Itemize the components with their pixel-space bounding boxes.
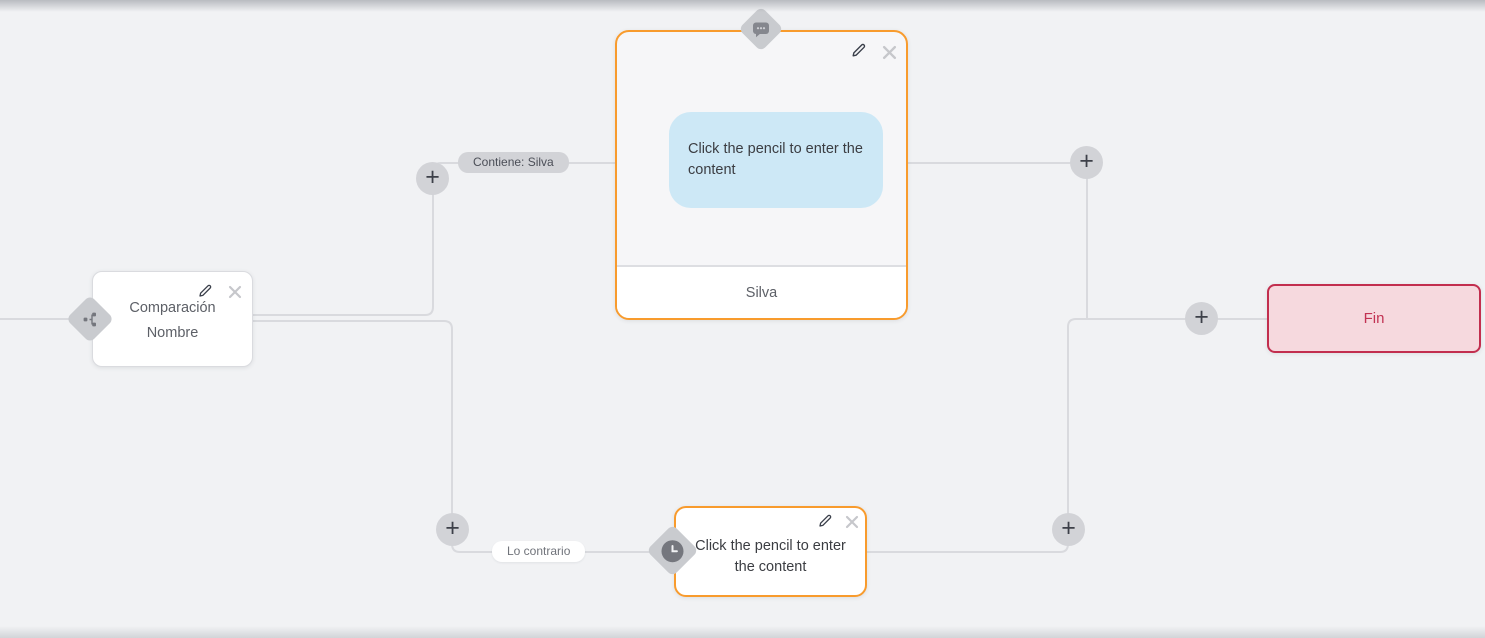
chat-bubble-icon <box>753 22 769 38</box>
add-step-button-top-left[interactable]: + <box>416 162 449 195</box>
edit-message-button[interactable] <box>849 41 867 59</box>
edge-label-contains[interactable]: Contiene: Silva <box>458 152 569 173</box>
edge-message-to-merge <box>908 162 1088 318</box>
message-footer-label: Silva <box>745 284 778 301</box>
delay-placeholder-text: Click the pencil to enter the content <box>695 538 846 575</box>
message-type-badge <box>738 6 784 52</box>
pencil-icon <box>819 514 832 527</box>
message-node[interactable]: Click the pencil to enter the content Si… <box>615 30 908 320</box>
close-icon <box>882 45 896 59</box>
message-bubble: Click the pencil to enter the content <box>669 112 883 208</box>
condition-node[interactable]: Comparación Nombre <box>92 271 253 367</box>
condition-type-badge <box>65 294 115 344</box>
delay-node[interactable]: Click the pencil to enter the content <box>674 506 867 597</box>
pencil-icon <box>851 43 865 57</box>
close-icon <box>228 285 242 299</box>
edit-condition-button[interactable] <box>196 282 214 300</box>
end-node-label: Fin <box>1363 310 1385 327</box>
message-bubble-text: Click the pencil to enter the content <box>688 141 863 178</box>
delete-delay-button[interactable] <box>843 513 861 531</box>
clock-icon <box>661 539 684 562</box>
add-step-button-bottom-right[interactable]: + <box>1052 513 1085 546</box>
condition-title-line2: Nombre <box>146 325 199 341</box>
condition-title-line1: Comparación <box>129 300 216 316</box>
end-node[interactable]: Fin <box>1267 284 1481 353</box>
add-step-button-bottom-left[interactable]: + <box>436 513 469 546</box>
pencil-icon <box>199 284 212 297</box>
delete-condition-button[interactable] <box>226 283 244 301</box>
bottom-shadow <box>0 626 1485 638</box>
edit-delay-button[interactable] <box>816 512 834 530</box>
message-node-footer: Silva <box>617 265 906 318</box>
top-shadow <box>0 0 1485 12</box>
condition-node-title: Comparación Nombre <box>93 296 252 346</box>
sitemap-icon <box>83 312 96 327</box>
delete-message-button[interactable] <box>880 43 898 61</box>
close-icon <box>845 515 859 529</box>
add-step-button-before-end[interactable]: + <box>1185 302 1218 335</box>
add-step-button-top-right[interactable]: + <box>1070 146 1103 179</box>
edge-label-otherwise[interactable]: Lo contrario <box>492 541 586 562</box>
